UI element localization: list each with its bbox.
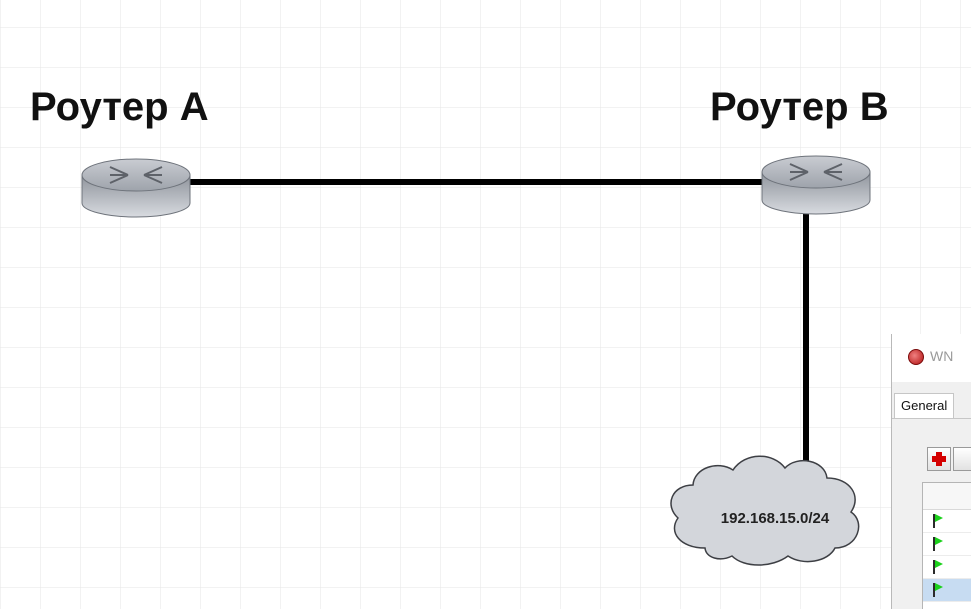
tab-general[interactable]: General: [894, 393, 955, 418]
tab-divider: [892, 418, 971, 419]
window-titlebar[interactable]: WN: [892, 334, 971, 382]
add-button[interactable]: [927, 447, 951, 471]
green-flag-icon: [933, 560, 943, 574]
router-b-label: Роутер B: [710, 85, 889, 129]
toolbar-button[interactable]: [953, 447, 971, 471]
window-title: WN: [930, 348, 954, 364]
list-item[interactable]: [923, 510, 971, 533]
green-flag-icon: [933, 537, 943, 551]
router-a-label: Роутер A: [30, 85, 209, 129]
tab-bar: General: [892, 392, 971, 418]
list-item[interactable]: [923, 533, 971, 556]
winbox-app-icon: [908, 349, 924, 365]
list-item-selected[interactable]: [923, 579, 971, 602]
green-flag-icon: [933, 583, 943, 597]
green-flag-icon: [933, 514, 943, 528]
network-cloud-icon[interactable]: [670, 455, 860, 566]
network-label: 192.168.15.0/24: [720, 510, 830, 527]
rules-list: [922, 482, 971, 609]
winbox-window[interactable]: WN General: [891, 334, 971, 609]
list-item[interactable]: [923, 556, 971, 579]
list-header: [923, 483, 971, 510]
router-a-icon[interactable]: [81, 158, 191, 218]
router-b-icon[interactable]: [761, 155, 871, 215]
